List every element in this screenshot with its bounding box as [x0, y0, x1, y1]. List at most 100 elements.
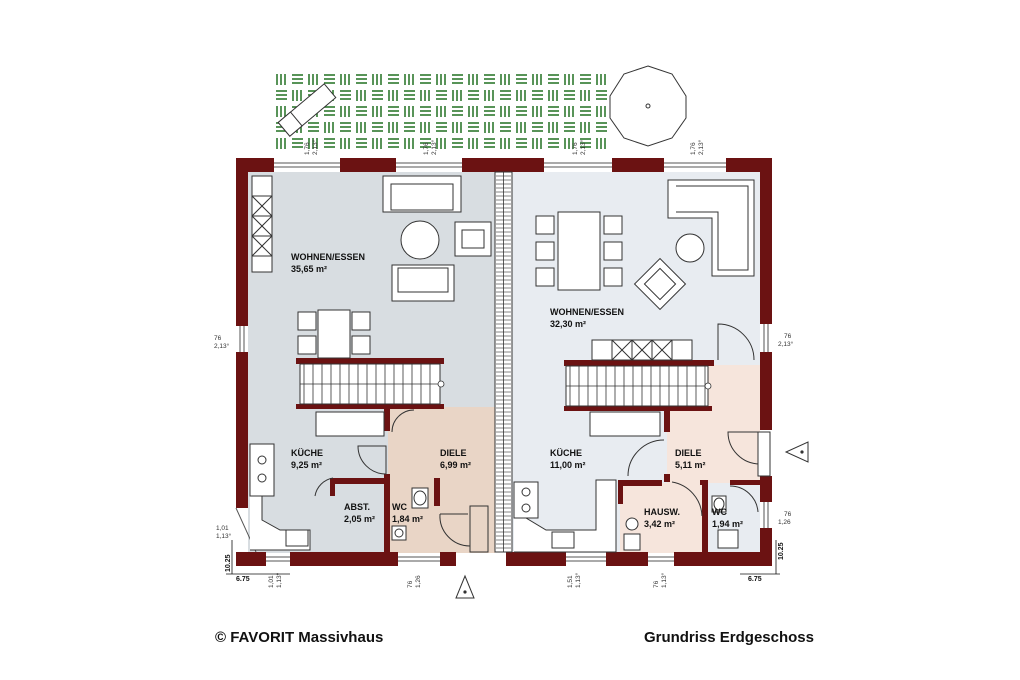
- terrace-tile: [420, 138, 431, 148]
- terrace-tile: [484, 74, 495, 84]
- depth-dimension-left: 10.25: [225, 554, 232, 572]
- room-area: 35,65 m²: [291, 264, 327, 274]
- terrace-tile: [404, 138, 414, 149]
- window-width: 76: [653, 580, 660, 588]
- windows: [235, 162, 769, 562]
- entrance-arrow-right: [784, 441, 809, 463]
- terrace-tile: [564, 106, 574, 117]
- window-height: 1,13°: [574, 572, 582, 588]
- window-width: 1,01: [268, 575, 275, 588]
- terrace-tile: [580, 90, 590, 101]
- terrace-tile: [468, 122, 479, 132]
- terrace-tile: [372, 90, 383, 100]
- terrace-tile: [308, 122, 319, 132]
- window-height: 2,13°: [311, 139, 319, 155]
- terrace-tile: [548, 90, 558, 101]
- window-width: 76: [784, 333, 792, 340]
- terrace-tile: [420, 122, 430, 133]
- terrace-tile: [532, 90, 543, 100]
- terrace-tile: [564, 74, 574, 85]
- terrace-tile: [340, 106, 350, 117]
- window-width: 1,76: [690, 142, 697, 155]
- room-area: 2,05 m²: [344, 514, 375, 524]
- terrace-tile: [516, 138, 527, 148]
- terrace-tile: [484, 106, 495, 116]
- room-area: 5,11 m²: [675, 460, 706, 470]
- terrace-tile: [468, 138, 478, 149]
- terrace-tile: [340, 90, 351, 100]
- terrace-tile: [276, 90, 287, 100]
- terrace-tile: [340, 138, 350, 149]
- window-height: 2,13°: [214, 342, 230, 350]
- terrace-tile: [532, 122, 543, 132]
- terrace-tile: [324, 106, 335, 116]
- terrace-tile: [516, 122, 526, 133]
- room-labels-right: WOHNEN/ESSEN 32,30 m² KÜCHE 11,00 m² DIE…: [550, 307, 743, 529]
- terrace-tile: [276, 74, 286, 85]
- window-width: 76: [784, 511, 792, 518]
- terrace-tile: [372, 74, 382, 85]
- terrace-tile: [468, 74, 478, 85]
- depth-dimension-right: 10.25: [778, 542, 785, 560]
- terrace-tile: [532, 74, 542, 85]
- terrace-tile: [596, 90, 607, 100]
- window-height: 1,26: [415, 575, 422, 588]
- terrace-tile: [500, 122, 511, 132]
- terrace-tile: [484, 90, 494, 101]
- window-width: 1,76: [423, 142, 430, 155]
- furniture-right: [513, 179, 771, 553]
- parasol-icon: [609, 65, 687, 147]
- terrace-tile: [404, 122, 415, 132]
- terrace-tile: [388, 90, 398, 101]
- terrace-tile: [356, 138, 367, 148]
- terrace-tile: [452, 106, 463, 116]
- window-width: 76: [407, 580, 414, 588]
- entrance-arrow-bottom: [455, 574, 475, 599]
- width-dimension-right: 6.75: [748, 576, 762, 583]
- terrace-tile: [340, 122, 351, 132]
- terrace-tile: [388, 138, 399, 148]
- terrace-tile: [292, 90, 302, 101]
- wc-left: [390, 484, 489, 553]
- window-width: 1,76: [304, 142, 311, 155]
- terrace-tile: [404, 90, 415, 100]
- party-wall: [494, 171, 513, 553]
- window-dimensions: 1,76 2,13° 1,76 2,13° 1,76 2,13° 1,76 2,…: [214, 139, 794, 588]
- window-height: 1,13°: [275, 572, 283, 588]
- terrace-tile: [436, 122, 447, 132]
- terrace-tile: [580, 74, 591, 84]
- sun-lounger: [277, 83, 337, 137]
- window-height: 1,13°: [216, 532, 232, 540]
- window-height: 1,13°: [660, 572, 668, 588]
- window-width: 1,01: [216, 525, 229, 532]
- terrace-tile: [372, 106, 382, 117]
- room-labels-left: WOHNEN/ESSEN 35,65 m² KÜCHE 9,25 m² DIEL…: [291, 252, 471, 524]
- terrace-tile: [292, 74, 303, 84]
- terrace-tile: [420, 74, 431, 84]
- room-area: 6,99 m²: [440, 460, 471, 470]
- terrace-tile: [564, 90, 575, 100]
- room-name: DIELE: [440, 448, 467, 458]
- terrace-tile: [420, 106, 431, 116]
- terrace-tile: [516, 90, 526, 101]
- plan-title: Grundriss Erdgeschoss: [643, 629, 814, 646]
- window-width: 1,51: [567, 575, 574, 588]
- copyright-credit: © FAVORIT Massivhaus: [215, 629, 384, 646]
- room-name: WOHNEN/ESSEN: [550, 307, 624, 317]
- terrace-tile: [388, 122, 398, 133]
- room-name: KÜCHE: [550, 448, 582, 458]
- terrace-tile: [436, 74, 446, 85]
- terrace-tile: [484, 122, 494, 133]
- terrace-tile: [596, 106, 606, 117]
- window-height: 2,13°: [697, 139, 705, 155]
- terrace-tile: [500, 90, 511, 100]
- room-name: ABST.: [344, 502, 370, 512]
- terrace-tile: [452, 122, 462, 133]
- terrace-tile: [596, 138, 606, 149]
- terrace-tile: [308, 74, 318, 85]
- room-name: WOHNEN/ESSEN: [291, 252, 365, 262]
- terrace-tile: [404, 74, 414, 85]
- furniture-left: [249, 175, 492, 551]
- room-name: DIELE: [675, 448, 702, 458]
